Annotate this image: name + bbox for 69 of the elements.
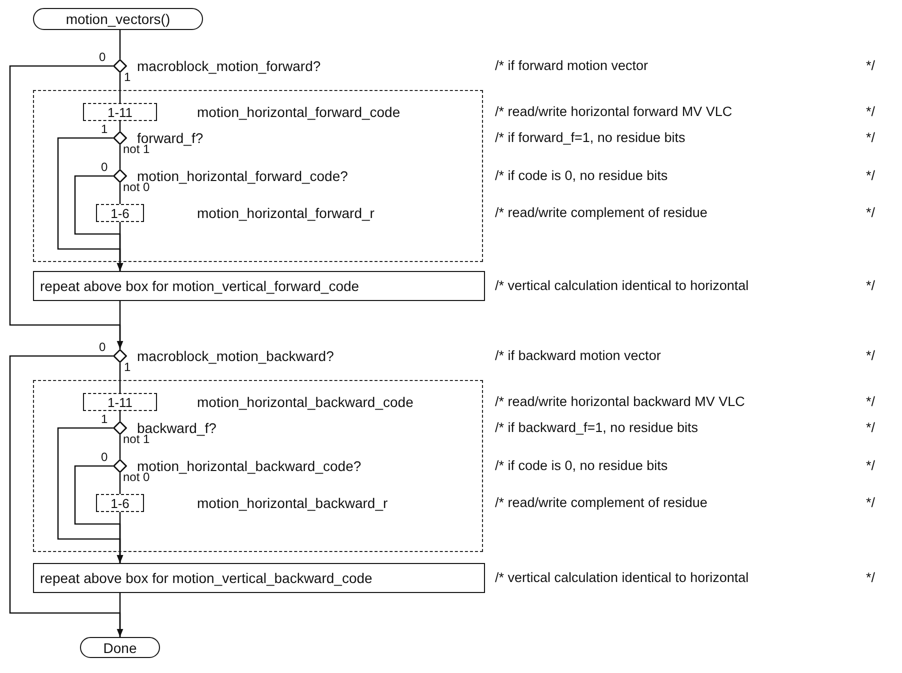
decision-text: motion_horizontal_backward_code? bbox=[137, 459, 362, 473]
bit-width-bracket: 1-11 bbox=[83, 103, 157, 121]
comment-end: */ bbox=[866, 394, 876, 410]
edge-label: not 0 bbox=[123, 471, 150, 483]
comment-text: /* if forward_f=1, no residue bits bbox=[495, 130, 686, 146]
process-box: repeat above box for motion_vertical_forward_code bbox=[33, 271, 485, 301]
comment-end: */ bbox=[866, 420, 876, 436]
edge-label: 1 bbox=[101, 123, 108, 135]
comment-text: /* if backward motion vector bbox=[495, 348, 661, 364]
connector-line bbox=[119, 145, 121, 169]
comment-end: */ bbox=[866, 458, 876, 474]
comment-text: /* read/write complement of residue bbox=[495, 205, 708, 221]
edge-label: 0 bbox=[101, 161, 108, 173]
comment-end: */ bbox=[866, 205, 876, 221]
comment-text: /* if forward motion vector bbox=[495, 58, 648, 74]
edge-label: not 1 bbox=[123, 433, 150, 445]
connector-line bbox=[119, 301, 121, 349]
field-name: motion_horizontal_backward_code bbox=[197, 393, 414, 411]
comment-end: */ bbox=[866, 58, 876, 74]
comment-text: /* read/write horizontal forward MV VLC bbox=[495, 104, 732, 120]
edge-label: 1 bbox=[101, 413, 108, 425]
comment-text: /* vertical calculation identical to horizontal bbox=[495, 570, 749, 586]
comment-text: /* if backward_f=1, no residue bits bbox=[495, 420, 698, 436]
comment-end: */ bbox=[866, 130, 876, 146]
comment-end: */ bbox=[866, 104, 876, 120]
decision-text: motion_horizontal_forward_code? bbox=[137, 169, 348, 183]
field-name: motion_horizontal_forward_code bbox=[197, 103, 400, 121]
comment-text: /* if code is 0, no residue bits bbox=[495, 458, 668, 474]
connector-line bbox=[119, 435, 121, 459]
connector-line bbox=[119, 30, 121, 59]
process-box: repeat above box for motion_vertical_backward_code bbox=[33, 563, 485, 593]
bit-width-bracket: 1-6 bbox=[96, 494, 144, 512]
bit-width-bracket: 1-6 bbox=[96, 204, 144, 222]
comment-text: /* read/write complement of residue bbox=[495, 495, 708, 511]
connector-line bbox=[119, 593, 121, 637]
comment-end: */ bbox=[866, 168, 876, 184]
comment-end: */ bbox=[866, 348, 876, 364]
decision-text: backward_f? bbox=[137, 421, 216, 435]
comment-text: /* if code is 0, no residue bits bbox=[495, 168, 668, 184]
comment-text: /* read/write horizontal backward MV VLC bbox=[495, 394, 745, 410]
comment-end: */ bbox=[866, 278, 876, 294]
connector-line bbox=[119, 73, 121, 103]
connector-line bbox=[119, 222, 121, 271]
connector-line bbox=[119, 363, 121, 393]
arrow bbox=[74, 465, 124, 563]
comment-end: */ bbox=[866, 495, 876, 511]
edge-label: 1 bbox=[124, 361, 131, 373]
edge-label: 0 bbox=[101, 451, 108, 463]
arrow bbox=[9, 65, 124, 349]
edge-label: 0 bbox=[99, 341, 106, 353]
arrow bbox=[9, 355, 124, 637]
connector-line bbox=[119, 473, 121, 494]
connector-line bbox=[119, 411, 121, 421]
edge-label: not 0 bbox=[123, 181, 150, 193]
field-name: motion_horizontal_backward_r bbox=[197, 494, 388, 512]
arrow bbox=[74, 175, 124, 271]
decision-text: macroblock_motion_forward? bbox=[137, 59, 321, 73]
connector-line bbox=[119, 512, 121, 563]
bit-width-bracket: 1-11 bbox=[83, 393, 157, 411]
connector-line bbox=[119, 183, 121, 204]
connector-line bbox=[119, 121, 121, 131]
comment-end: */ bbox=[866, 570, 876, 586]
comment-text: /* vertical calculation identical to horizontal bbox=[495, 278, 749, 294]
edge-label: 1 bbox=[124, 71, 131, 83]
edge-label: not 1 bbox=[123, 143, 150, 155]
decision-text: macroblock_motion_backward? bbox=[137, 349, 334, 363]
decision-text: forward_f? bbox=[137, 131, 204, 145]
field-name: motion_horizontal_forward_r bbox=[197, 204, 374, 222]
edge-label: 0 bbox=[99, 51, 106, 63]
